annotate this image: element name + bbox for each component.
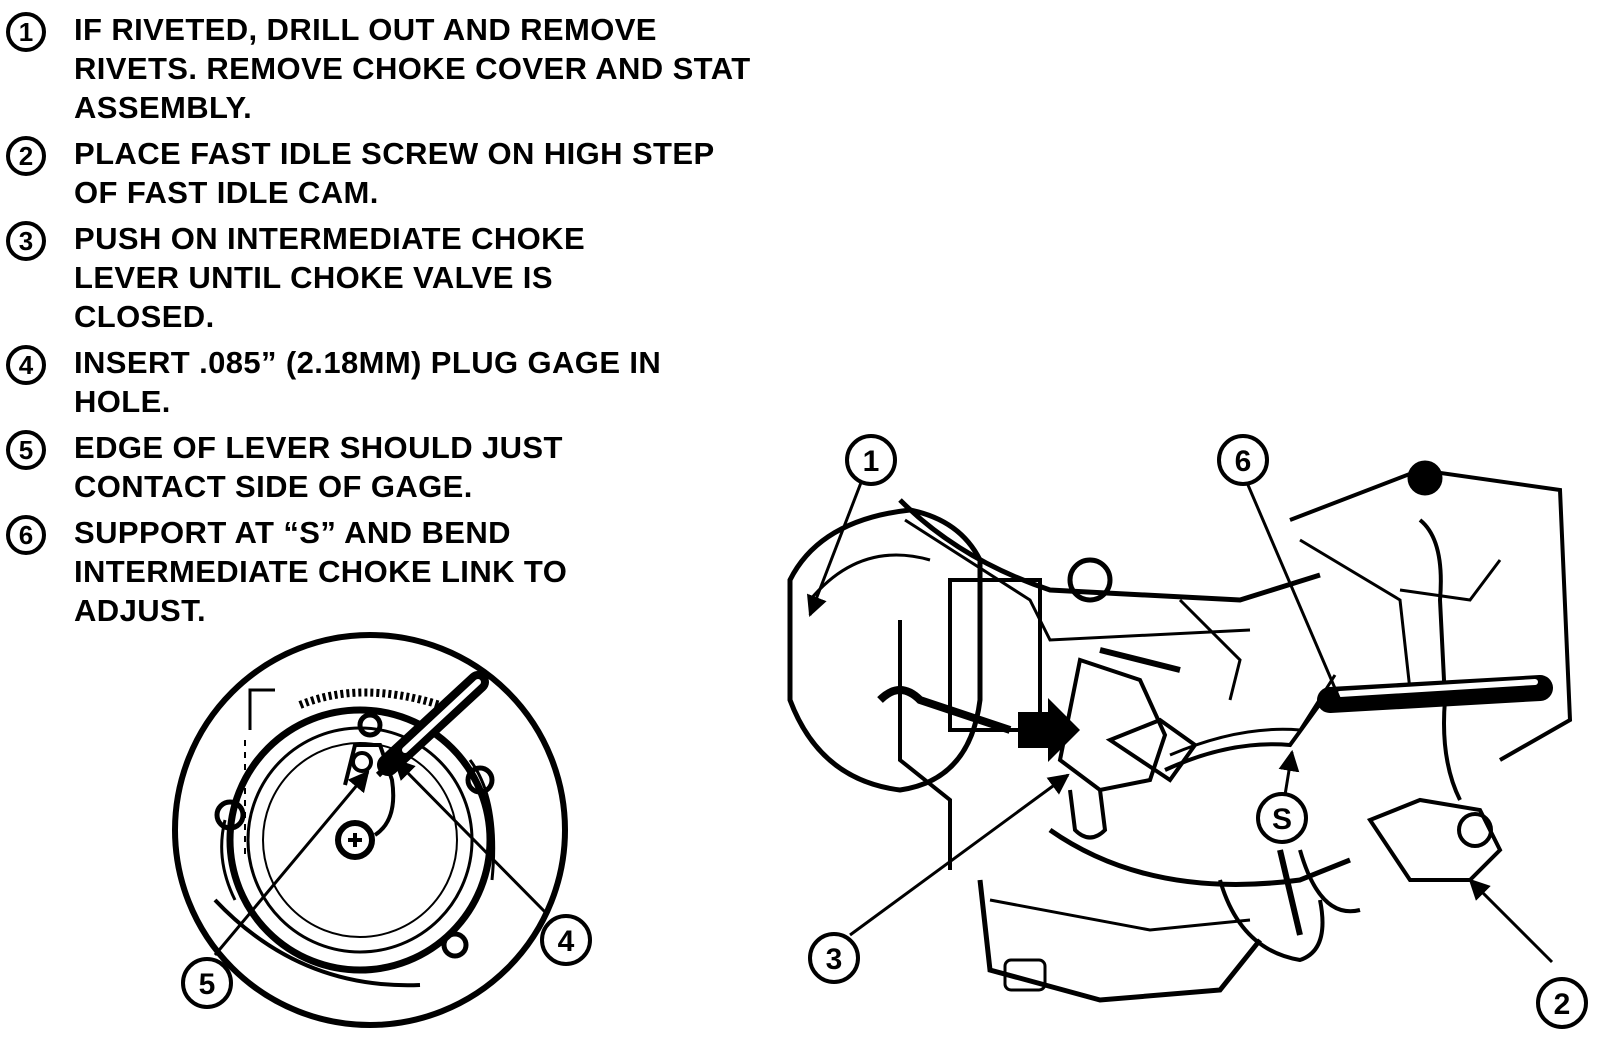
step-number-6: 6: [6, 515, 46, 555]
step-text-5: EDGE OF LEVER SHOULD JUST CONTACT SIDE O…: [74, 430, 563, 504]
callout-2: 2: [1536, 977, 1588, 1029]
push-arrow: [1018, 698, 1080, 762]
svg-text:2: 2: [1554, 988, 1571, 1021]
callout-5: 5: [181, 957, 233, 1009]
step-text-4: INSERT .085” (2.18mm) PLUG GAGE IN HOLE.: [74, 345, 662, 419]
step-number-4: 4: [6, 345, 46, 385]
leader-line-6: [1246, 484, 1342, 701]
callout-s: S: [1256, 792, 1308, 844]
plug-gage-rod: [375, 671, 489, 778]
step-text-2: PLACE FAST IDLE SCREW ON HIGH STEP OF FA…: [74, 136, 714, 210]
step-text-3: PUSH ON INTERMEDIATE CHOKE LEVER UNTIL C…: [74, 221, 586, 334]
step-text-6: SUPPORT AT “S” AND BEND INTERMEDIATE CHO…: [74, 515, 568, 628]
choke-housing-illustration: [172, 632, 568, 1028]
step-3: 3 PUSH ON INTERMEDIATE CHOKE LEVER UNTIL…: [6, 219, 786, 336]
svg-text:5: 5: [199, 968, 216, 1001]
leader-line-2: [1468, 878, 1554, 964]
callout-6: 6: [1217, 434, 1269, 486]
step-text-1: IF RIVETED, DRILL OUT AND REMOVE RIVETS.…: [74, 12, 751, 125]
step-number-1: 1: [6, 12, 46, 52]
step-5: 5 EDGE OF LEVER SHOULD JUST CONTACT SIDE…: [6, 428, 786, 506]
leader-line-5: [213, 770, 370, 956]
callout-3: 3: [808, 932, 860, 984]
leader-line-1: [806, 479, 864, 617]
carburetor-top-knob: [1407, 460, 1443, 496]
step-6: 6 SUPPORT AT “S” AND BEND INTERMEDIATE C…: [6, 513, 786, 630]
step-1: 1 IF RIVETED, DRILL OUT AND REMOVE RIVET…: [6, 10, 786, 127]
svg-text:1: 1: [863, 445, 880, 478]
instruction-list: 1 IF RIVETED, DRILL OUT AND REMOVE RIVET…: [6, 10, 786, 637]
svg-text:6: 6: [1235, 445, 1252, 478]
callout-4: 4: [540, 914, 592, 966]
leader-line-s: [1278, 749, 1300, 796]
carburetor-illustration: [787, 467, 1573, 1003]
step-number-3: 3: [6, 221, 46, 261]
step-number-2: 2: [6, 136, 46, 176]
svg-text:S: S: [1272, 803, 1292, 836]
step-number-5: 5: [6, 430, 46, 470]
leader-line-3: [849, 773, 1070, 937]
svg-text:3: 3: [826, 943, 843, 976]
carburetor-screw-head: [1067, 557, 1113, 603]
support-tool-bar: [1317, 675, 1553, 713]
step-4: 4 INSERT .085” (2.18mm) PLUG GAGE IN HOL…: [6, 343, 786, 421]
svg-text:4: 4: [558, 925, 575, 958]
callout-1: 1: [845, 434, 897, 486]
step-2: 2 PLACE FAST IDLE SCREW ON HIGH STEP OF …: [6, 134, 786, 212]
leader-line-4: [393, 758, 550, 917]
